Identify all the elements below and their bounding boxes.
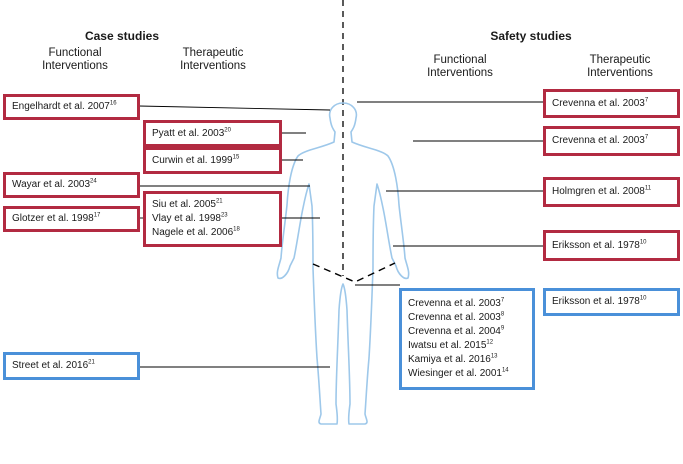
- list-item: Crevenna et al. 20037: [408, 297, 505, 309]
- ref-box-crevenna-1: Crevenna et al. 20037: [543, 89, 680, 118]
- list-item: Crevenna et al. 20049: [408, 325, 505, 337]
- ref-box-crevenna-2: Crevenna et al. 20037: [543, 126, 680, 156]
- ref-box-pyatt: Pyatt et al. 200320: [143, 120, 282, 147]
- body-outline: [276, 102, 410, 425]
- list-item: Wiesinger et al. 200114: [408, 367, 509, 379]
- ref-box-eriksson-blue: Eriksson et al. 197810: [543, 288, 680, 316]
- list-item: Siu et al. 200521: [152, 198, 223, 210]
- header-case-studies: Case studies: [84, 29, 160, 43]
- ref-box-crevenna-group: Crevenna et al. 20037 Crevenna et al. 20…: [399, 288, 535, 390]
- ref-box-engelhardt: Engelhardt et al. 200716: [3, 94, 140, 120]
- header-safety-studies: Safety studies: [490, 29, 572, 43]
- ref-box-curwin: Curwin et al. 199915: [143, 147, 282, 174]
- ref-box-holmgren: Holmgren et al. 200811: [543, 177, 680, 207]
- list-item: Iwatsu et al. 201512: [408, 339, 494, 351]
- ref-box-glotzer: Glotzer et al. 199817: [3, 206, 140, 232]
- list-item: Nagele et al. 200618: [152, 226, 240, 238]
- ref-box-wayar: Wayar et al. 200324: [3, 172, 140, 198]
- list-item: Kamiya et al. 201613: [408, 353, 498, 365]
- ref-box-eriksson-red: Eriksson et al. 197810: [543, 230, 680, 261]
- list-item: Crevenna et al. 20038: [408, 311, 505, 323]
- dashed-v: [312, 262, 396, 283]
- ref-box-street: Street et al. 201621: [3, 352, 140, 380]
- ref-box-siu-group: Siu et al. 200521 Vlay et al. 199823 Nag…: [143, 191, 282, 247]
- list-item: Vlay et al. 199823: [152, 212, 228, 224]
- left-connectors: [138, 105, 331, 368]
- right-connectors: [355, 101, 544, 286]
